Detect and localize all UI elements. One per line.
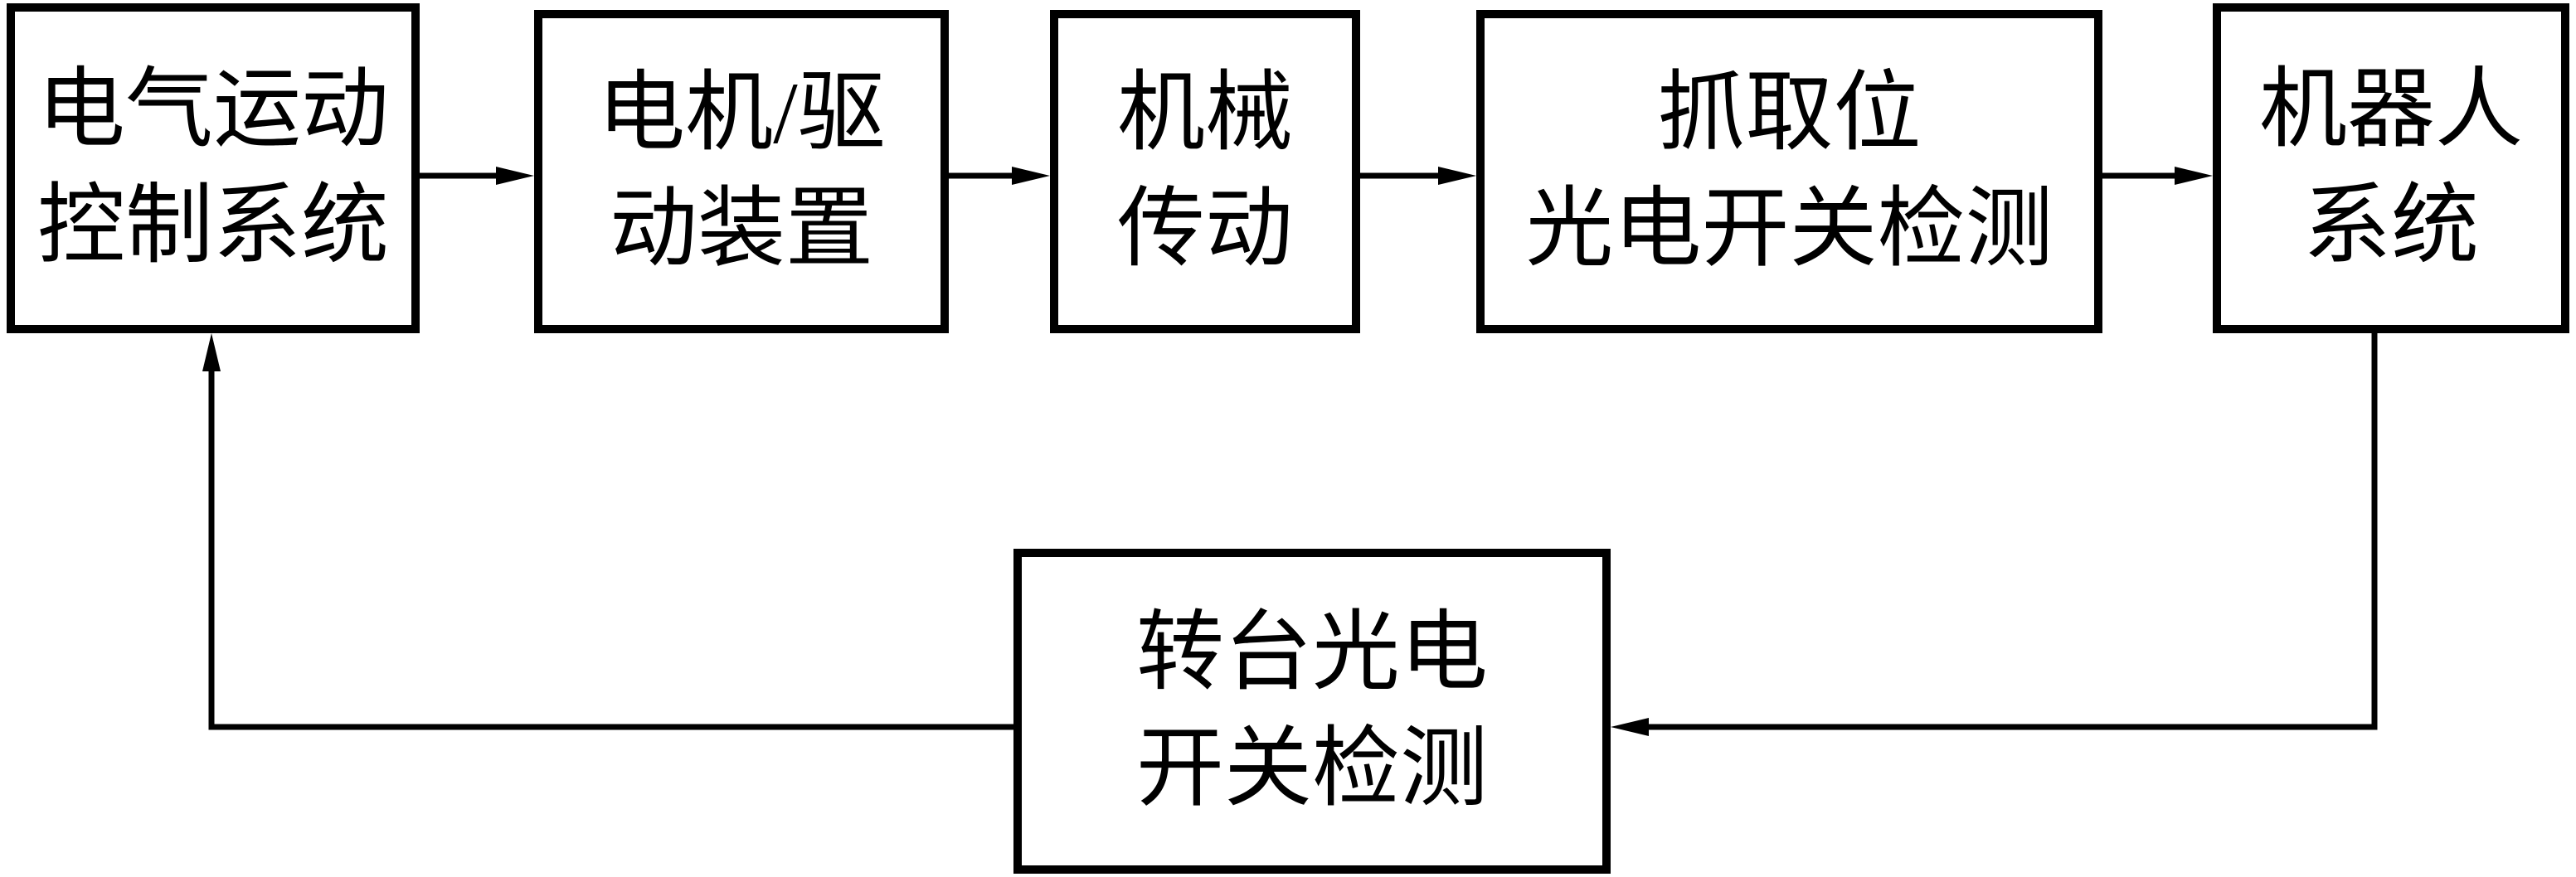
box-electrical-motion-control-system: 电气运动 控制系统	[7, 3, 420, 333]
arrow-turntable-detection-to-control	[202, 333, 1013, 730]
box-robot-system: 机器人 系统	[2213, 3, 2569, 333]
box-label-line: 机械	[1117, 65, 1293, 162]
box-label-line: 电机/驱	[597, 65, 886, 162]
arrow-robot-to-turntable-detection	[1611, 333, 2378, 736]
box-label-line: 转台光电	[1136, 604, 1488, 701]
box-label-line: 开关检测	[1136, 720, 1488, 817]
arrow-grab-detection-to-robot	[2102, 167, 2213, 185]
arrow-control-to-motor	[420, 167, 534, 185]
box-label-line: 控制系统	[37, 177, 389, 274]
box-label-line: 传动	[1117, 181, 1293, 278]
box-label-line: 系统	[2303, 177, 2479, 274]
arrow-transmission-to-grab-detection	[1360, 167, 1476, 185]
box-turntable-photoelectric-switch-detection: 转台光电 开关检测	[1013, 549, 1611, 874]
box-grab-position-photoelectric-switch-detection: 抓取位 光电开关检测	[1476, 10, 2102, 333]
box-label-line: 电气运动	[37, 61, 389, 158]
box-label-line: 光电开关检测	[1525, 181, 2054, 278]
arrow-motor-to-transmission	[949, 167, 1050, 185]
box-mechanical-transmission: 机械 传动	[1050, 10, 1360, 333]
box-label-line: 抓取位	[1657, 65, 1922, 162]
box-motor-drive-unit: 电机/驱 动装置	[534, 10, 949, 333]
box-label-line: 机器人	[2259, 61, 2523, 158]
box-label-line: 动装置	[610, 181, 873, 278]
